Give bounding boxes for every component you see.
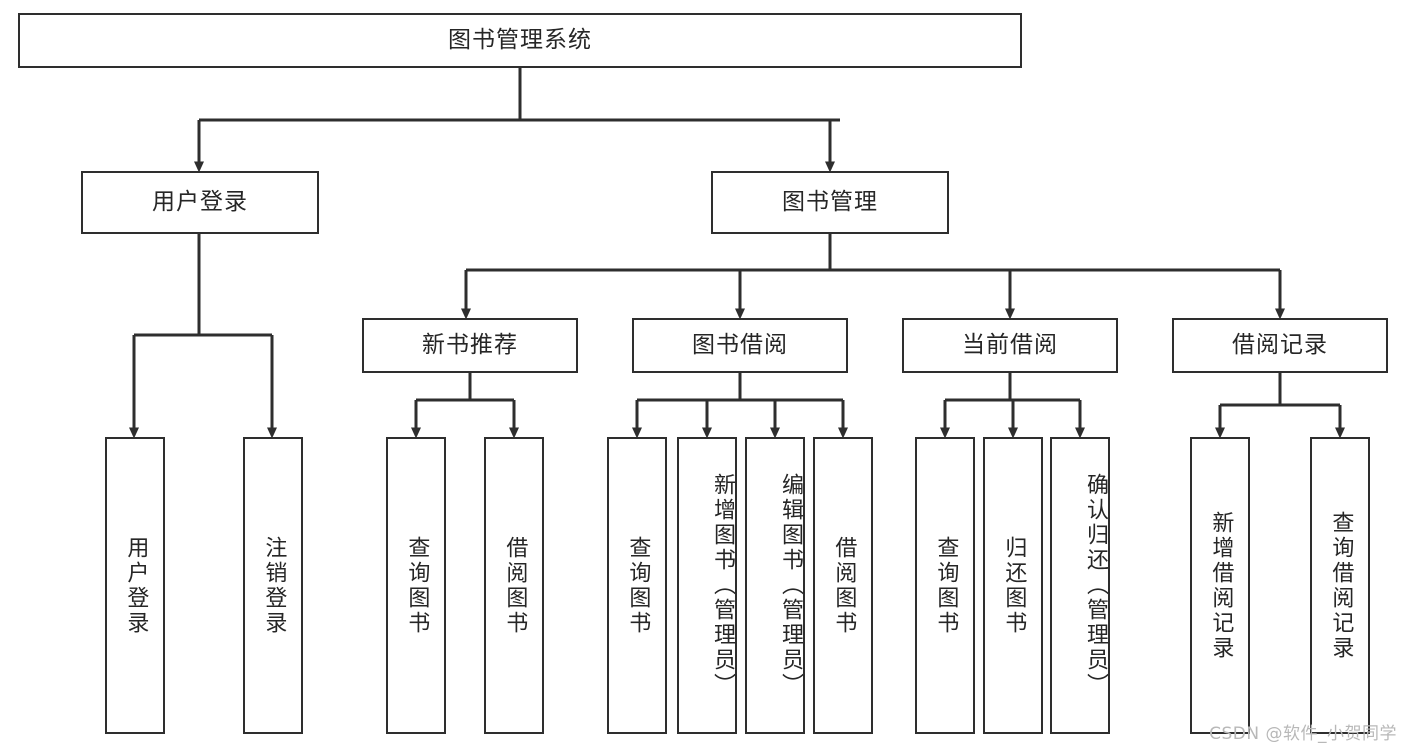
leaf-logout-login-label: 注销登录 <box>261 535 287 636</box>
leaf-add-book-admin-label: 新增图书（管理员） <box>710 473 735 698</box>
node-user-login-label: 用户登录 <box>152 188 248 215</box>
leaf-borrow-book-borrow[interactable]: 借阅图书 <box>813 437 873 734</box>
leaf-borrow-book-recommend[interactable]: 借阅图书 <box>484 437 544 734</box>
node-borrow-record-label: 借阅记录 <box>1232 331 1328 358</box>
leaf-user-login[interactable]: 用户登录 <box>105 437 165 734</box>
leaf-query-borrow-record[interactable]: 查询借阅记录 <box>1310 437 1370 734</box>
leaf-query-book-current[interactable]: 查询图书 <box>915 437 975 734</box>
leaf-edit-book-admin-label: 编辑图书（管理员） <box>778 473 803 698</box>
leaf-add-book-admin[interactable]: 新增图书（管理员） <box>677 437 737 734</box>
node-user-login[interactable]: 用户登录 <box>81 171 319 234</box>
leaf-confirm-return-admin-label: 确认归还（管理员） <box>1083 473 1108 698</box>
leaf-query-book-borrow[interactable]: 查询图书 <box>607 437 667 734</box>
leaf-logout-login[interactable]: 注销登录 <box>243 437 303 734</box>
leaf-query-book-borrow-label: 查询图书 <box>625 535 651 636</box>
leaf-return-book[interactable]: 归还图书 <box>983 437 1043 734</box>
leaf-add-borrow-record[interactable]: 新增借阅记录 <box>1190 437 1250 734</box>
leaf-query-book-current-label: 查询图书 <box>933 535 959 636</box>
leaf-query-book-recommend-label: 查询图书 <box>404 535 430 636</box>
leaf-borrow-book-recommend-label: 借阅图书 <box>502 535 528 636</box>
leaf-user-login-label: 用户登录 <box>123 535 149 636</box>
node-book-management-label: 图书管理 <box>782 188 878 215</box>
leaf-query-book-recommend[interactable]: 查询图书 <box>386 437 446 734</box>
leaf-return-book-label: 归还图书 <box>1001 535 1027 636</box>
node-new-book-recommend[interactable]: 新书推荐 <box>362 318 578 373</box>
leaf-add-borrow-record-label: 新增借阅记录 <box>1208 510 1234 661</box>
node-current-borrow[interactable]: 当前借阅 <box>902 318 1118 373</box>
node-root-label: 图书管理系统 <box>448 26 592 53</box>
node-book-borrow-label: 图书借阅 <box>692 331 788 358</box>
node-current-borrow-label: 当前借阅 <box>962 331 1058 358</box>
csdn-watermark: CSDN @软件_小贺同学 <box>1209 724 1397 744</box>
node-book-management[interactable]: 图书管理 <box>711 171 949 234</box>
node-borrow-record[interactable]: 借阅记录 <box>1172 318 1388 373</box>
node-book-borrow[interactable]: 图书借阅 <box>632 318 848 373</box>
leaf-query-borrow-record-label: 查询借阅记录 <box>1328 510 1354 661</box>
leaf-confirm-return-admin[interactable]: 确认归还（管理员） <box>1050 437 1110 734</box>
node-new-book-recommend-label: 新书推荐 <box>422 331 518 358</box>
node-root[interactable]: 图书管理系统 <box>18 13 1022 68</box>
leaf-borrow-book-borrow-label: 借阅图书 <box>831 535 857 636</box>
leaf-edit-book-admin[interactable]: 编辑图书（管理员） <box>745 437 805 734</box>
